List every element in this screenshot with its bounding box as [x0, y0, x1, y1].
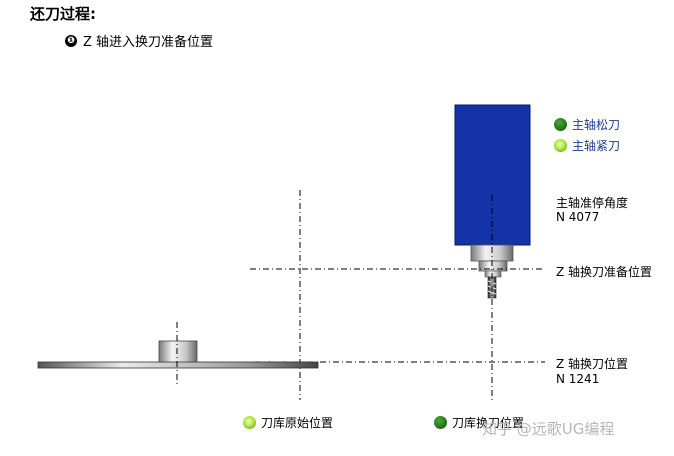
tool-pocket [158, 340, 198, 363]
status-led-bright-green-icon [243, 416, 256, 429]
tool-holder-collar [484, 270, 502, 278]
watermark: 知乎 @远歌UG编程 [482, 420, 615, 438]
legend-clamp-label: 主轴紧刀 [572, 139, 621, 153]
status-led-bright-green-icon [554, 139, 567, 152]
step-caption: ❶ Z 轴进入换刀准备位置 [65, 31, 213, 50]
z-change-label: Z 轴换刀位置 [556, 357, 629, 371]
magazine-plate [37, 361, 319, 369]
legend-clamp: 主轴紧刀 [554, 137, 620, 154]
magazine-change-label: 刀库换刀位置 [452, 416, 525, 430]
status-led-dark-green-icon [434, 416, 447, 429]
z-change-value: N 1241 [556, 372, 600, 386]
page-title: 还刀过程: [30, 5, 96, 23]
spindle-angle-label: 主轴准停角度 [556, 196, 629, 210]
legend-unclamp: 主轴松刀 [554, 116, 620, 133]
magazine-change-indicator: 刀库换刀位置 [434, 414, 524, 431]
magazine-origin-indicator: 刀库原始位置 [243, 414, 333, 431]
status-led-dark-green-icon [554, 118, 567, 131]
step-number-icon: ❶ [65, 34, 77, 47]
spindle-angle-value: N 4077 [556, 210, 600, 224]
z-prepare-label: Z 轴换刀准备位置 [556, 265, 653, 279]
step-text: Z 轴进入换刀准备位置 [83, 35, 214, 50]
magazine-origin-label: 刀库原始位置 [261, 416, 334, 430]
legend-unclamp-label: 主轴松刀 [572, 118, 621, 132]
